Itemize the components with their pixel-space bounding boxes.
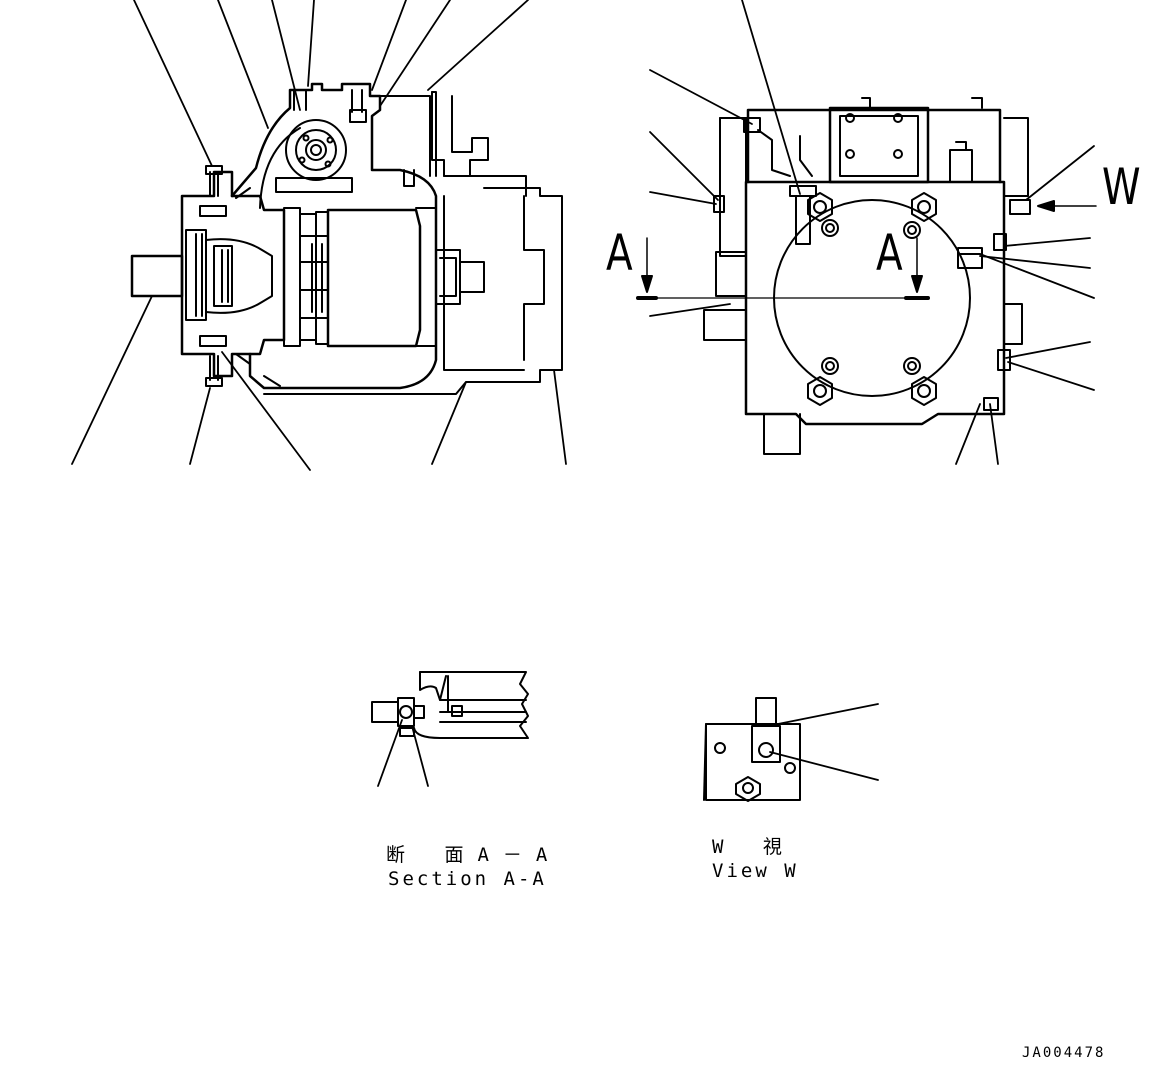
section-caption-ja: 断 面A－A — [386, 844, 562, 866]
leader-lines-view-w — [769, 703, 879, 781]
section-marker-left: A — [606, 224, 633, 282]
view-arrow-w — [1037, 200, 1097, 212]
section-line-a-a — [636, 237, 930, 300]
section-a-a-detail — [371, 671, 529, 739]
pump-end-view — [703, 97, 1031, 455]
leader-lines-right-view — [649, 0, 1095, 465]
view-marker-w: W — [1102, 158, 1141, 216]
drawing-number: JA004478 — [1022, 1045, 1106, 1061]
view-w-detail — [703, 697, 801, 802]
leader-lines-section — [377, 719, 429, 787]
section-caption-en: Section A-A — [388, 868, 547, 890]
leader-lines-left-view — [71, 0, 567, 471]
section-marker-right: A — [876, 224, 903, 282]
view-caption-en: View W — [712, 860, 799, 882]
pump-side-elevation — [130, 82, 563, 395]
view-caption-ja: W 視 — [712, 836, 796, 858]
